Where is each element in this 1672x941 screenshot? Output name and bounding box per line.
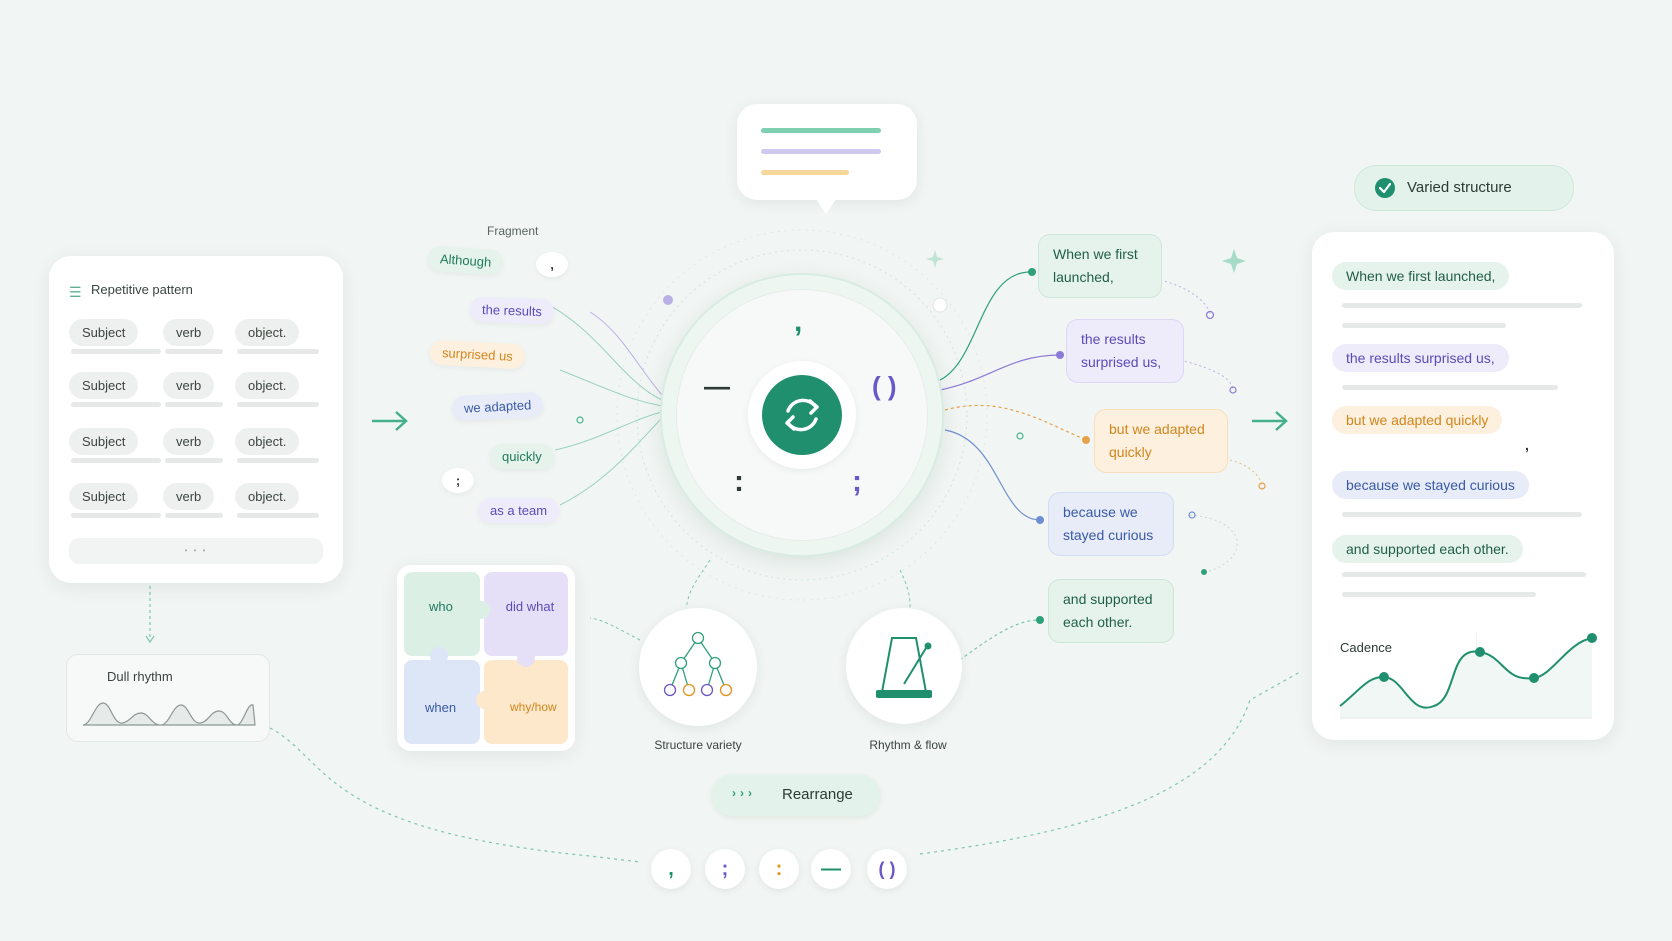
arrow-right-icon (372, 411, 408, 431)
more-rows-indicator[interactable]: • • • (69, 538, 323, 564)
structure-variety-button[interactable] (639, 608, 757, 726)
fragment-chip[interactable]: as a team (478, 498, 560, 523)
panel-title: Repetitive pattern (91, 282, 193, 297)
result-comma: , (1525, 437, 1529, 453)
refresh-icon (785, 398, 819, 432)
colon-segment[interactable]: : (734, 465, 744, 498)
sparkle-icon (926, 250, 944, 268)
comma-key[interactable]: , (651, 849, 691, 889)
verb-pill: verb (163, 319, 215, 346)
object-pill: object. (235, 428, 300, 455)
dash-key[interactable]: — (811, 849, 851, 889)
fragment-chip[interactable]: Although (427, 245, 505, 276)
bubble-tail (814, 196, 838, 214)
object-pill: object. (235, 372, 300, 399)
fragment-chip[interactable]: we adapted (451, 391, 544, 422)
parentheses-segment[interactable]: ( ) (872, 371, 897, 401)
puzzle-card: who did what when why/how (397, 565, 575, 751)
subject-pill: Subject (69, 483, 139, 510)
colon-key[interactable]: : (759, 849, 799, 889)
puzzle-when: when (425, 700, 457, 715)
verb-pill: verb (163, 372, 215, 399)
semicolon-segment[interactable]: ; (852, 465, 862, 498)
object-pill: object. (235, 319, 300, 346)
repetitive-pattern-panel: ☰ Repetitive pattern Subject verb object… (49, 256, 343, 583)
sparkle-icon (1222, 249, 1246, 273)
subject-pill: Subject (69, 319, 139, 346)
result-line: and supported each other. (1332, 535, 1523, 563)
fragment-heading: Fragment (487, 224, 539, 238)
dot-decoration (932, 297, 948, 313)
varied-structure-badge: Varied structure (1354, 165, 1574, 211)
clause-card[interactable]: and supported each other. (1048, 579, 1174, 643)
verb-pill: verb (163, 483, 215, 510)
rhythm-flow-button[interactable] (846, 608, 962, 724)
dull-rhythm-label: Dull rhythm (107, 669, 173, 684)
clause-card[interactable]: the results surprised us, (1066, 319, 1184, 383)
structure-variety-label: Structure variety (654, 738, 742, 752)
dash-segment[interactable]: — (704, 371, 730, 401)
result-line: but we adapted quickly (1332, 406, 1503, 434)
object-pill: object. (235, 483, 300, 510)
rearrange-center-button[interactable] (762, 375, 842, 455)
comma-segment[interactable]: , (794, 305, 803, 338)
speech-bubble (737, 104, 917, 200)
clause-card[interactable]: When we first launched, (1038, 234, 1162, 298)
parentheses-key[interactable]: ( ) (867, 849, 907, 889)
punctuation-wheel: , — ( ) : ; (662, 275, 942, 555)
subject-pill: Subject (69, 372, 139, 399)
puzzle-why-how: why/how (510, 700, 557, 714)
fragment-chip[interactable]: ; (442, 468, 474, 493)
clause-card[interactable]: but we adapted quickly (1094, 409, 1228, 473)
tree-icon (663, 631, 733, 697)
fragment-chip[interactable]: the results (469, 296, 555, 325)
semicolon-key[interactable]: ; (705, 849, 745, 889)
dull-rhythm-card: Dull rhythm (66, 654, 270, 742)
subject-pill: Subject (69, 428, 139, 455)
result-line: because we stayed curious (1332, 471, 1529, 499)
puzzle-who: who (429, 599, 453, 614)
arrow-right-icon (1252, 411, 1288, 431)
fragment-chip[interactable]: quickly (490, 444, 554, 469)
dot-decoration (663, 295, 673, 305)
badge-label: Varied structure (1407, 179, 1512, 196)
cadence-wave-graphic (1339, 632, 1597, 719)
result-line: When we first launched, (1332, 262, 1510, 290)
clause-card[interactable]: because we stayed curious (1048, 492, 1174, 556)
puzzle-did-what: did what (505, 599, 555, 614)
result-card: When we first launched, the results surp… (1312, 232, 1614, 740)
fragment-chip[interactable]: surprised us (429, 339, 526, 370)
verb-pill: verb (163, 428, 215, 455)
rhythm-flow-label: Rhythm & flow (869, 738, 947, 752)
flat-wave-graphic (82, 702, 256, 726)
chevrons-right-icon: ››› (732, 786, 756, 800)
metronome-icon (876, 637, 932, 698)
rearrange-label: Rearrange (782, 786, 853, 803)
menu-icon: ☰ (69, 284, 82, 300)
rearrange-button[interactable]: ››› Rearrange (712, 774, 880, 816)
cadence-label: Cadence (1340, 640, 1393, 655)
check-circle-icon (1375, 178, 1395, 198)
result-line: the results surprised us, (1332, 344, 1509, 372)
fragment-chip[interactable]: , (536, 252, 568, 277)
